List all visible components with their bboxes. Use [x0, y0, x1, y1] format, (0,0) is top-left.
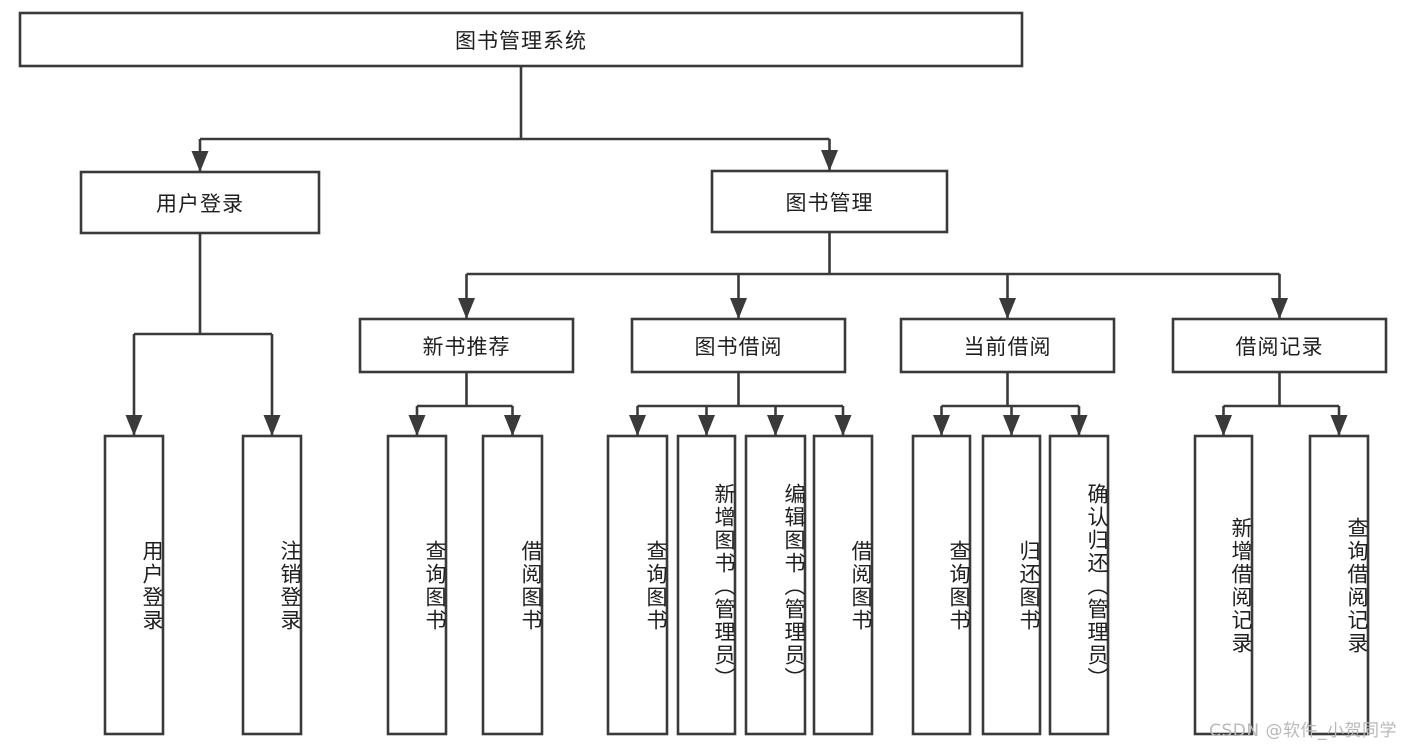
node-box-add-borrow-record[interactable]	[1193, 434, 1254, 736]
book-manage-arrow-1	[730, 298, 747, 319]
current-borrow-arrow-1	[1003, 415, 1020, 436]
user-login-arrow-0	[125, 415, 143, 436]
node-box-add-book-admin[interactable]	[676, 434, 737, 736]
node-box-user-logout[interactable]	[241, 434, 303, 736]
book-borrow-arrow-1	[698, 415, 715, 436]
user-login-arrow-1	[263, 415, 281, 436]
node-box-new-book-recommend[interactable]	[358, 317, 575, 374]
node-box-confirm-return-admin[interactable]	[1048, 434, 1110, 736]
node-box-user-login[interactable]	[79, 170, 321, 235]
root-arrow-1	[821, 150, 838, 171]
node-box-borrow-book-1[interactable]	[481, 434, 544, 736]
node-box-borrow-book-2[interactable]	[812, 434, 874, 736]
current-borrow-arrow-2	[1070, 415, 1088, 436]
borrow-records-arrow-0	[1215, 415, 1232, 436]
node-box-query-book-1[interactable]	[386, 434, 448, 736]
watermark-text: CSDN @软件_小贺同学	[1209, 721, 1397, 741]
book-borrow-arrow-2	[767, 415, 784, 436]
node-box-query-book-2[interactable]	[606, 434, 669, 736]
node-box-current-borrow[interactable]	[899, 317, 1116, 374]
book-manage-arrow-0	[458, 298, 475, 319]
node-box-user-login-do[interactable]	[103, 434, 165, 736]
node-box-query-borrow-record[interactable]	[1308, 434, 1370, 736]
book-manage-arrow-3	[1271, 298, 1288, 319]
root-arrow-0	[191, 151, 209, 172]
node-box-query-book-3[interactable]	[911, 434, 972, 736]
node-box-return-book[interactable]	[981, 434, 1042, 736]
node-box-borrow-records[interactable]	[1171, 317, 1388, 374]
book-manage-arrow-2	[999, 298, 1016, 319]
new-book-recommend-arrow-1	[504, 415, 521, 436]
borrow-records-arrow-1	[1330, 415, 1348, 436]
boxes-layer	[18, 11, 1388, 736]
node-box-book-borrow[interactable]	[630, 317, 847, 374]
book-borrow-arrow-0	[629, 415, 646, 436]
book-borrow-arrow-3	[834, 415, 852, 436]
new-book-recommend-arrow-0	[408, 415, 426, 436]
node-box-edit-book-admin[interactable]	[744, 434, 807, 736]
current-borrow-arrow-0	[933, 415, 950, 436]
connectors-layer	[125, 66, 1348, 436]
node-box-book-manage[interactable]	[710, 169, 949, 234]
node-box-root-system[interactable]	[18, 11, 1024, 68]
